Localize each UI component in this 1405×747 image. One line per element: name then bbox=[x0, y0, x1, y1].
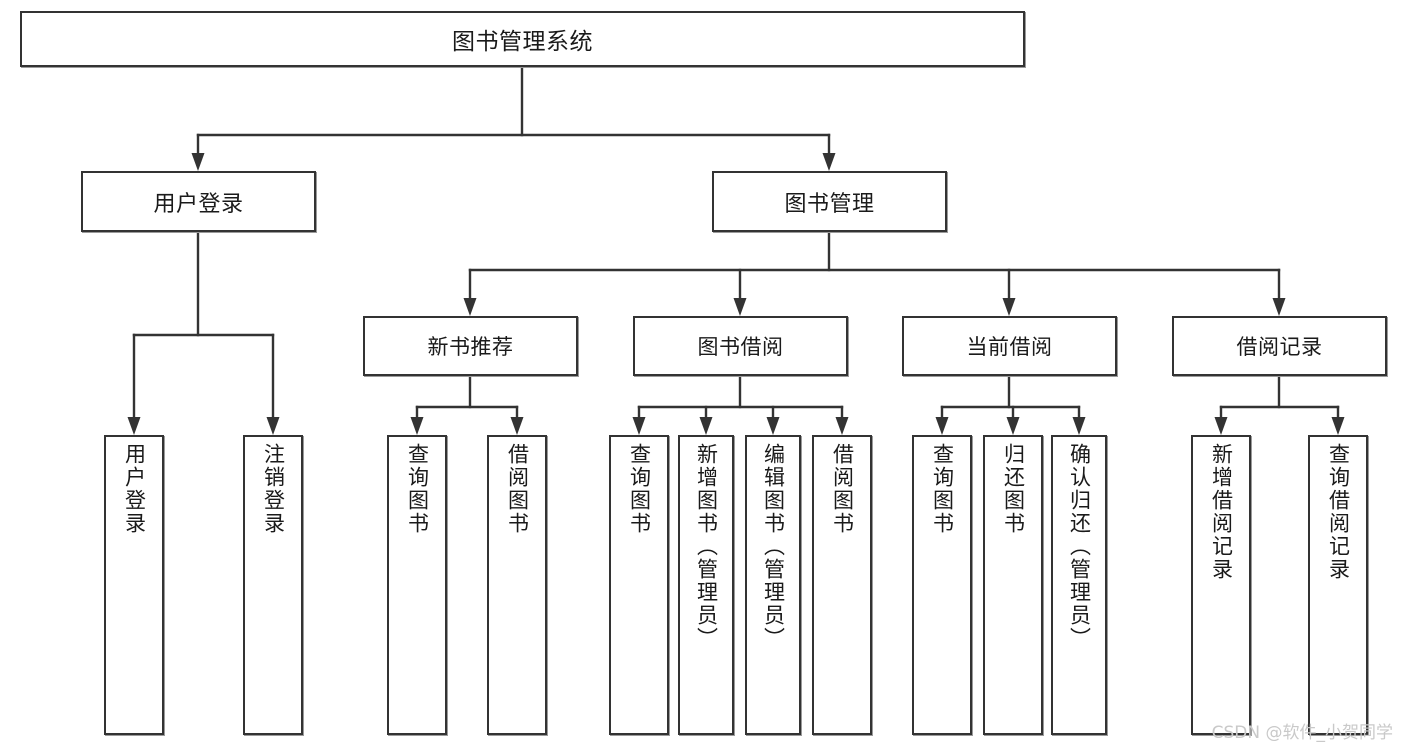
node-book-borrow: 图书借阅 bbox=[633, 316, 848, 376]
node-leaf-return-book: 归还图书 bbox=[983, 435, 1043, 735]
node-label: 注销登录 bbox=[261, 443, 286, 535]
node-label: 用户登录 bbox=[122, 443, 147, 535]
node-label: 新增借阅记录 bbox=[1209, 443, 1234, 581]
node-leaf-confirm-return: 确认归还（管理员） bbox=[1051, 435, 1107, 735]
node-label: 查询图书 bbox=[627, 443, 652, 535]
node-leaf-query-book-cb: 查询图书 bbox=[912, 435, 972, 735]
node-leaf-query-record: 查询借阅记录 bbox=[1308, 435, 1368, 735]
node-leaf-edit-book: 编辑图书（管理员） bbox=[745, 435, 801, 735]
node-label: 新书推荐 bbox=[427, 335, 514, 359]
node-leaf-borrow-book-rec: 借阅图书 bbox=[487, 435, 547, 735]
node-label: 编辑图书（管理员） bbox=[761, 443, 786, 650]
node-leaf-query-book-rec: 查询图书 bbox=[387, 435, 447, 735]
node-leaf-user-login: 用户登录 bbox=[104, 435, 164, 735]
node-label: 借阅图书 bbox=[830, 443, 855, 535]
csdn-watermark: CSDN @软件_小贺同学 bbox=[1211, 723, 1393, 743]
node-label: 新增图书（管理员） bbox=[694, 443, 719, 650]
node-current-borrow: 当前借阅 bbox=[902, 316, 1117, 376]
node-label: 查询借阅记录 bbox=[1326, 443, 1351, 581]
node-label: 借阅图书 bbox=[505, 443, 530, 535]
node-root: 图书管理系统 bbox=[20, 11, 1025, 67]
node-new-book-recommend: 新书推荐 bbox=[363, 316, 578, 376]
node-borrow-record: 借阅记录 bbox=[1172, 316, 1387, 376]
node-label: 借阅记录 bbox=[1236, 335, 1323, 359]
node-label: 图书管理系统 bbox=[452, 29, 593, 55]
node-leaf-borrow-book-bb: 借阅图书 bbox=[812, 435, 872, 735]
node-label: 图书借阅 bbox=[697, 335, 784, 359]
node-label: 当前借阅 bbox=[966, 335, 1053, 359]
node-label: 归还图书 bbox=[1001, 443, 1026, 535]
node-label: 查询图书 bbox=[405, 443, 430, 535]
node-book-manage: 图书管理 bbox=[712, 171, 947, 232]
node-label: 确认归还（管理员） bbox=[1067, 443, 1092, 650]
node-leaf-logout: 注销登录 bbox=[243, 435, 303, 735]
node-label: 用户登录 bbox=[153, 191, 244, 217]
node-leaf-add-book: 新增图书（管理员） bbox=[678, 435, 734, 735]
node-user-login: 用户登录 bbox=[81, 171, 316, 232]
node-label: 查询图书 bbox=[930, 443, 955, 535]
node-leaf-query-book-bb: 查询图书 bbox=[609, 435, 669, 735]
node-label: 图书管理 bbox=[784, 191, 875, 217]
node-leaf-add-record: 新增借阅记录 bbox=[1191, 435, 1251, 735]
